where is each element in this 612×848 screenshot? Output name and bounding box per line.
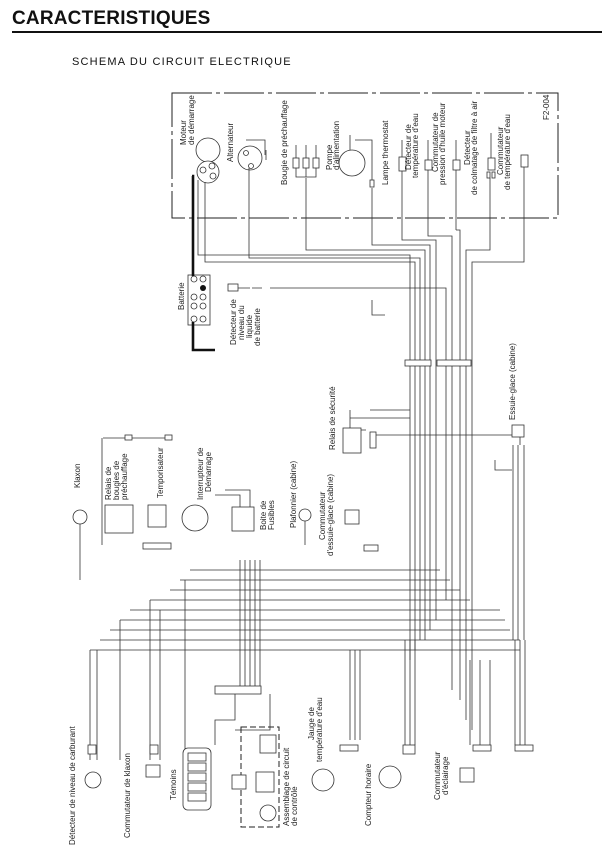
ceiling-light-symbol (298, 508, 312, 545)
section-subtitle: SCHEMA DU CIRCUIT ELECTRIQUE (72, 56, 292, 68)
label-comm-huile-2: pression d'huile moteur (438, 102, 447, 185)
light-switch-symbol (459, 744, 534, 783)
indicator-panel-symbol (182, 747, 212, 811)
label-comm-klaxon: Commutateur de klaxon (123, 753, 132, 838)
label-det-batt-3: liquide (245, 314, 254, 338)
label-det-temp: Détecteur de (404, 124, 413, 170)
wiper-switch-symbol (344, 509, 379, 552)
label-det-carburant: Détecteur de niveau de carburant (68, 725, 77, 845)
label-pompe: Pompe (325, 144, 334, 170)
label-batterie: Batterie (177, 282, 186, 310)
battery-symbol (187, 174, 447, 600)
label-jauge-2: température d'eau (315, 697, 324, 762)
label-assemblage: Assemblage de circuit (282, 747, 291, 826)
label-assemblage-2: de contrôle (290, 786, 299, 826)
label-bougie: Bougie de préchauffage (280, 100, 289, 185)
label-interrupteur: Interrupteur de (196, 447, 205, 500)
label-lampe: Lampe thermostat (381, 120, 390, 185)
label-jauge: Jauge de (307, 707, 316, 740)
label-compteur: Compteur horaire (364, 763, 373, 826)
connector (436, 359, 472, 367)
label-fusibles-2: Fusibles (267, 500, 276, 530)
label-alternateur: Alternateur (226, 123, 235, 162)
fuel-pump-symbol (338, 135, 375, 188)
fuel-sensor-symbol (84, 744, 102, 789)
label-relais-bougies: Relais de (104, 466, 113, 500)
label-det-batt-2: niveau du (237, 305, 246, 340)
timer-symbol (142, 504, 172, 550)
label-det-filtre-2: de colmatage de filtre à air (470, 100, 479, 195)
engine-frame (171, 92, 559, 219)
label-comm-essuie-2: d'essuie-glace (cabine) (326, 474, 335, 556)
label-temoins: Témoins (169, 769, 178, 800)
relay-symbol (101, 434, 173, 545)
fuse-box-symbol (215, 489, 255, 532)
label-comm-eclairage-2: d'éclairage (441, 756, 450, 795)
hour-meter-symbol (378, 744, 416, 789)
label-comm-essuie: Commutateur (318, 491, 327, 540)
wire-harness (89, 168, 526, 760)
label-fusibles: Boite de (259, 500, 268, 530)
label-det-batt-4: de batterie (253, 308, 262, 346)
connector (404, 359, 432, 367)
engine-sensors (398, 133, 529, 230)
page-title: CARACTERISTIQUES (12, 8, 211, 29)
label-det-temp-2: température d'eau (411, 113, 420, 178)
label-klaxon: Klaxon (73, 464, 82, 488)
label-interrupteur-2: Démarrage (204, 451, 213, 492)
horn-switch-symbol (145, 744, 161, 778)
label-temporisateur: Temporisateur (156, 447, 165, 498)
label-relais-secu: Relais de sécurité (328, 386, 337, 450)
label-comm-huile: Commutateur de (431, 112, 440, 172)
connector (214, 685, 262, 695)
figure-code: F2-004 (542, 94, 551, 120)
ignition-switch-symbol (181, 504, 209, 532)
label-essuie: Essuie-glace (cabine) (508, 343, 517, 420)
label-relais-bougies-3: préchauffage (120, 453, 129, 500)
label-det-filtre: Détecteur (463, 130, 472, 165)
label-comm-temp-2: de température d'eau (503, 114, 512, 190)
label-plafonnier: Plafonnier (cabine) (289, 461, 298, 528)
label-det-batt: Détecteur de (229, 299, 238, 345)
label-moteur: Moteur (179, 120, 188, 145)
label-moteur-2: de démarrage (187, 95, 196, 145)
temp-gauge-symbol (311, 744, 359, 792)
alternator-symbol (237, 139, 267, 171)
label-relais-bougies-2: bougies de (112, 460, 121, 500)
klaxon-symbol (72, 509, 88, 580)
title-rule (12, 31, 602, 33)
control-circuit-symbol (231, 726, 280, 828)
label-comm-eclairage: Commutateur (433, 751, 442, 800)
starter-motor-symbol (195, 137, 221, 184)
label-comm-temp: Commutateur (496, 126, 505, 175)
glow-plugs-symbol (292, 145, 320, 178)
label-pompe-2: d'alimentation (332, 121, 341, 170)
component-labels: Moteur de démarrage Alternateur Bougie d… (68, 94, 551, 845)
